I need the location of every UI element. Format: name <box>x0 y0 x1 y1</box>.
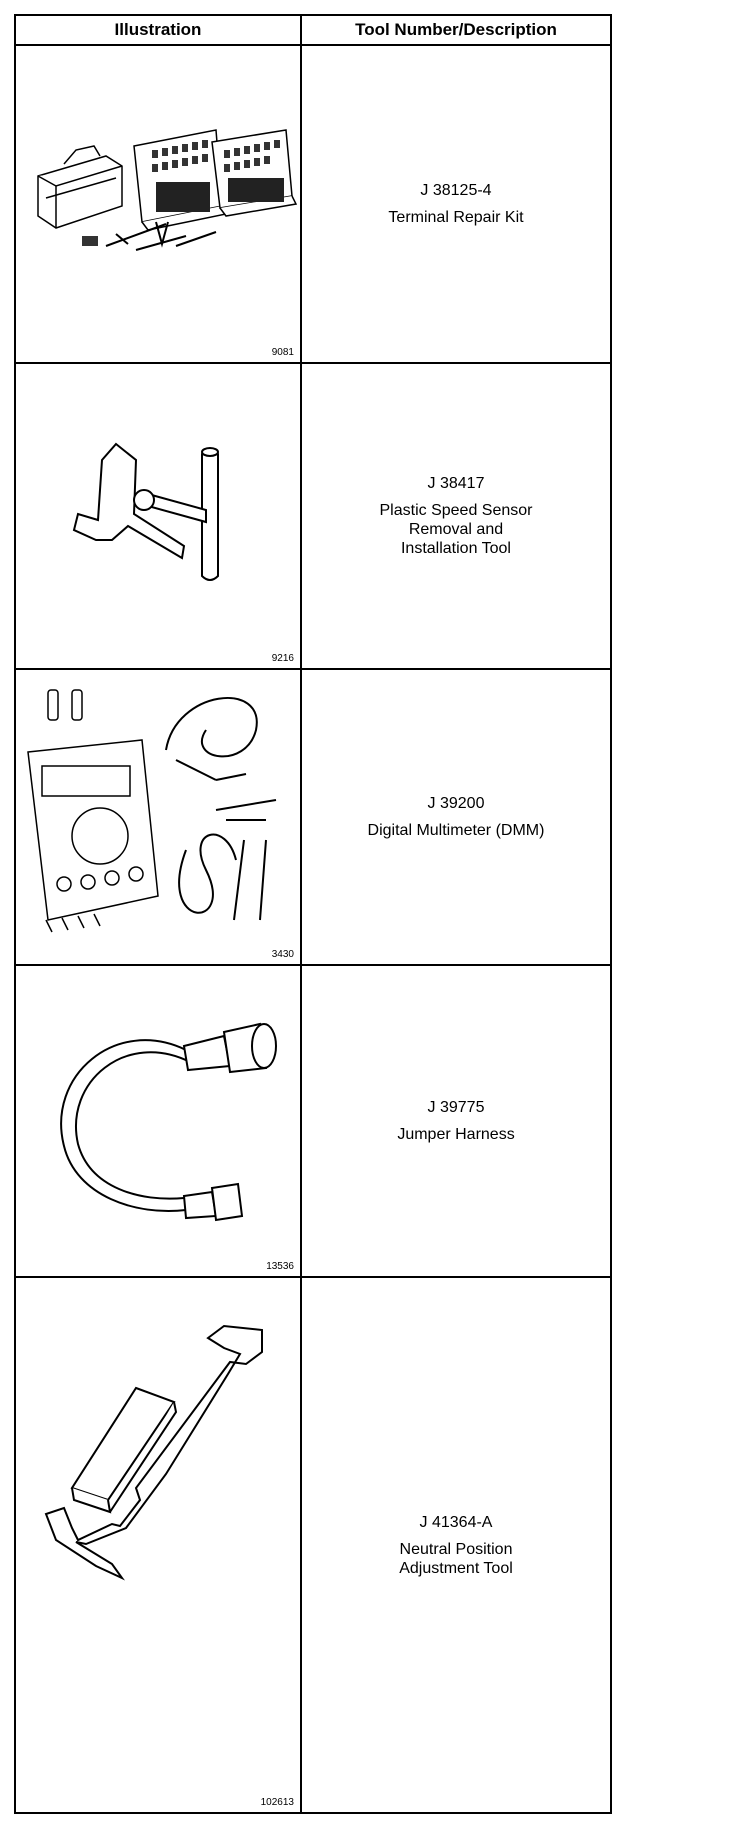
figure-number: 102613 <box>260 1797 294 1808</box>
table-row: 3430 J 39200 Digital Multimeter (DMM) <box>16 670 610 966</box>
table-row: 9081 J 38125-4 Terminal Repair Kit <box>16 46 610 364</box>
terminal-repair-kit-icon <box>37 129 298 251</box>
description-cell: J 38417 Plastic Speed Sensor Removal and… <box>302 364 610 668</box>
illustration-cell: 3430 <box>16 670 302 964</box>
figure-number: 3430 <box>271 949 294 960</box>
illustration-cell: 9081 <box>16 46 302 362</box>
description-cell: J 41364-A Neutral Position Adjustment To… <box>302 1278 610 1812</box>
tool-description: Neutral Position Adjustment Tool <box>399 1540 513 1577</box>
figure-number: 13536 <box>266 1261 294 1272</box>
tool-number: J 38125-4 <box>420 182 492 199</box>
illustration-cell: 102613 <box>16 1278 302 1812</box>
digital-multimeter-icon <box>27 689 277 933</box>
tool-number: J 41364-A <box>419 1513 493 1531</box>
tool-number: J 39775 <box>427 1099 485 1116</box>
description-cell: J 39775 Jumper Harness <box>302 966 610 1276</box>
neutral-position-tool-icon <box>44 1324 263 1581</box>
description-cell: J 39200 Digital Multimeter (DMM) <box>302 670 610 964</box>
table-row: 13536 J 39775 Jumper Harness <box>16 966 610 1278</box>
header-illustration: Illustration <box>16 16 302 44</box>
speed-sensor-tool-icon <box>72 442 219 581</box>
tool-description: Digital Multimeter (DMM) <box>367 822 545 839</box>
header-tool-description: Tool Number/Description <box>355 20 557 39</box>
figure-number: 9216 <box>271 653 294 664</box>
tool-number: J 39200 <box>427 795 485 812</box>
tool-number: J 38417 <box>427 475 485 492</box>
description-cell: J 38125-4 Terminal Repair Kit <box>302 46 610 362</box>
tool-description: Plastic Speed Sensor Removal and Install… <box>379 502 533 557</box>
tool-table: Illustration Tool Number/Description <box>14 14 612 1814</box>
table-row: 102613 J 41364-A Neutral Position Adjust… <box>16 1278 610 1812</box>
jumper-harness-icon <box>60 1022 277 1222</box>
table-header: Illustration Tool Number/Description <box>16 16 610 46</box>
tool-description: Terminal Repair Kit <box>388 209 524 226</box>
illustration-cell: 9216 <box>16 364 302 668</box>
tool-description: Jumper Harness <box>397 1126 515 1143</box>
illustration-cell: 13536 <box>16 966 302 1276</box>
table-row: 9216 J 38417 Plastic Speed Sensor Remova… <box>16 364 610 670</box>
figure-number: 9081 <box>271 347 294 358</box>
